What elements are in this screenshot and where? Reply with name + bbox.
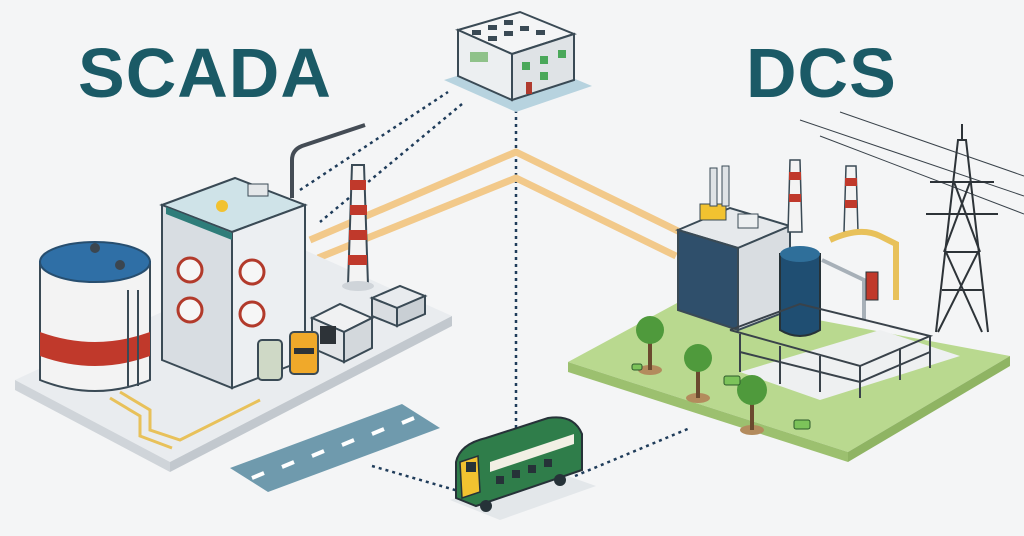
link-orange-upper xyxy=(308,148,682,244)
storage-tank-icon xyxy=(39,241,151,392)
tree-icon-3 xyxy=(737,375,767,435)
dcs-ground-edge-right xyxy=(848,356,1010,462)
scada-pipe xyxy=(119,390,261,442)
scada-pipe-2 xyxy=(109,396,173,450)
link-train-to-dcs xyxy=(574,426,691,478)
tree-icon xyxy=(636,316,664,375)
generator-unit-icon xyxy=(309,302,375,364)
connection-links xyxy=(299,90,691,494)
dcs-ground-edge xyxy=(568,362,848,462)
scada-ground-edge xyxy=(15,380,170,472)
chimney-icon xyxy=(342,164,374,291)
power-plant-icon xyxy=(675,159,934,398)
link-road-to-train xyxy=(371,464,463,494)
transmission-tower-icon xyxy=(926,124,998,333)
link-left-to-office-2 xyxy=(319,103,463,223)
train-icon xyxy=(450,416,596,520)
control-building-icon xyxy=(159,123,366,390)
link-left-to-office xyxy=(299,90,449,192)
scada-ground-edge-right xyxy=(170,316,452,472)
scada-title: SCADA xyxy=(78,34,332,112)
tree-icon-2 xyxy=(684,344,712,403)
dcs-title: DCS xyxy=(746,34,897,112)
power-lines xyxy=(799,111,1024,215)
road-icon xyxy=(230,404,440,492)
link-orange-lower xyxy=(316,174,678,262)
drum-icon xyxy=(257,331,319,381)
bush-icons xyxy=(631,363,811,430)
office-building-icon xyxy=(455,10,577,102)
switchgear-box-icon xyxy=(369,284,428,328)
